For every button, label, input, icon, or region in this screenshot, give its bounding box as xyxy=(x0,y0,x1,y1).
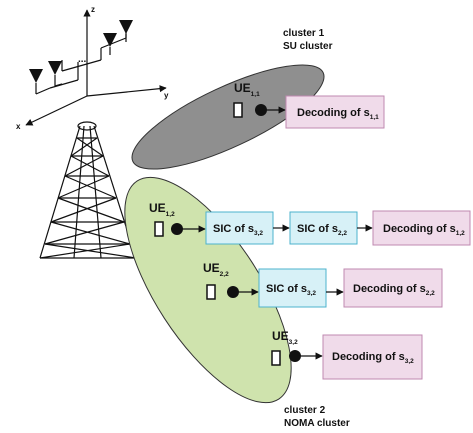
svg-text:SIC of s3,2: SIC of s3,2 xyxy=(266,283,316,297)
phone-icon xyxy=(271,350,281,366)
svg-text:Decoding of s1,2: Decoding of s1,2 xyxy=(383,223,465,237)
cluster1-subtitle: SU cluster xyxy=(283,41,333,52)
decoding-box-1-2: Decoding of s1,2 xyxy=(372,210,471,246)
z-axis-label: z xyxy=(91,5,95,14)
cluster2-title: cluster 2 xyxy=(284,405,326,416)
ue-2-2: UE2,2 xyxy=(203,261,259,300)
x-axis-label: x xyxy=(16,122,21,131)
sic-box-1-2-a: SIC of s3,2 xyxy=(205,211,274,245)
svg-text:Decoding of s2,2: Decoding of s2,2 xyxy=(353,283,435,297)
ue-node-dot xyxy=(171,223,183,235)
cluster2-subtitle: NOMA cluster xyxy=(284,418,350,429)
antenna-elements xyxy=(29,20,133,83)
su-cluster-ellipse xyxy=(131,64,325,170)
ue-1-1-label: UE1,1 xyxy=(234,81,260,98)
ue-2-2-label: UE2,2 xyxy=(203,261,229,278)
antenna-icon xyxy=(29,69,43,83)
ue-3-2-label: UE3,2 xyxy=(272,329,298,346)
ue-1-2-label: UE1,2 xyxy=(149,201,175,218)
ue-node-dot xyxy=(255,104,267,116)
sic-box-2-2: SIC of s3,2 xyxy=(258,268,327,308)
decoding-box-2-2: Decoding of s2,2 xyxy=(343,268,443,308)
phone-icon xyxy=(154,221,164,237)
base-station-tower xyxy=(39,121,137,259)
ue-node-dot xyxy=(227,286,239,298)
phone-icon xyxy=(233,102,243,118)
cluster1-title: cluster 1 xyxy=(283,28,325,39)
decoding-box-1-1: Decoding of s1,1 xyxy=(285,95,385,129)
svg-text:SIC of s2,2: SIC of s2,2 xyxy=(297,223,347,237)
svg-text:SIC of s3,2: SIC of s3,2 xyxy=(213,223,263,237)
coordinate-axes xyxy=(25,9,167,126)
ue-1-2: UE1,2 xyxy=(149,201,206,237)
ue-1-1: UE1,1 xyxy=(233,81,286,118)
ue-node-dot xyxy=(289,350,301,362)
svg-text:Decoding of s3,2: Decoding of s3,2 xyxy=(332,351,414,365)
y-axis-label: y xyxy=(164,91,169,100)
antenna-icon xyxy=(48,61,62,75)
sic-box-1-2-b: SIC of s2,2 xyxy=(289,211,358,245)
antenna-icon xyxy=(119,20,133,34)
axis-ellipsis: ... xyxy=(78,54,87,65)
antenna-icon xyxy=(103,33,117,47)
svg-text:Decoding of s1,1: Decoding of s1,1 xyxy=(297,107,379,121)
ue-3-2: UE3,2 xyxy=(271,329,323,366)
phone-icon xyxy=(206,284,216,300)
decoding-box-3-2: Decoding of s3,2 xyxy=(322,334,423,380)
